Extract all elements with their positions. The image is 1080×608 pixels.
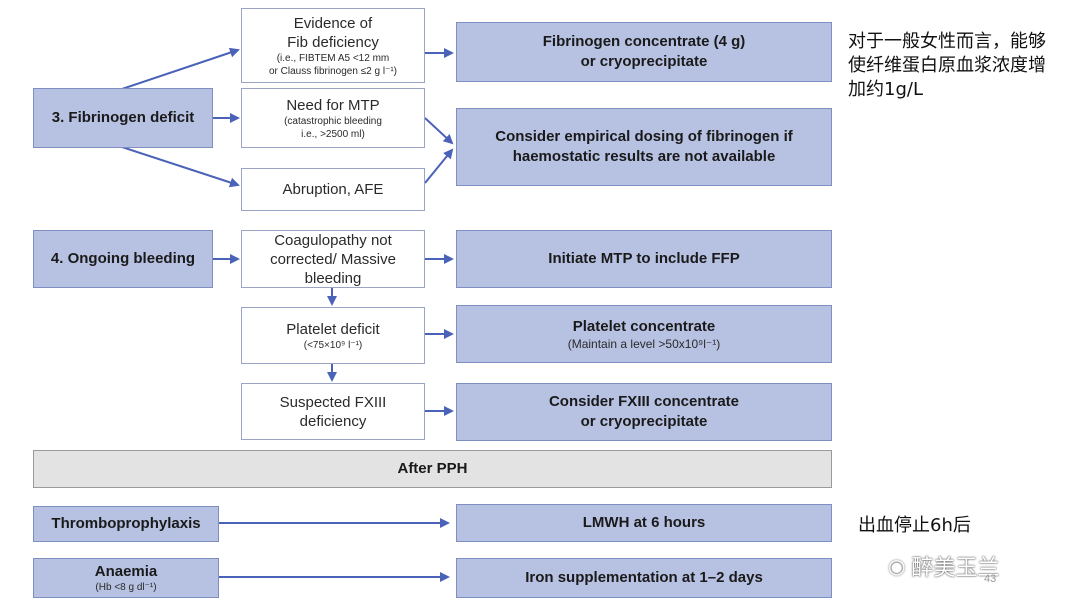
- condition-fxiii-label: Suspected FXIII deficiency: [279, 393, 387, 430]
- category-thrombo-label: Thromboprophylaxis: [51, 515, 201, 532]
- wechat-icon: ◉: [888, 554, 906, 578]
- action-empirical-label: Consider empirical dosing of fibrinogen …: [495, 128, 793, 165]
- category-ongoing-bleeding: 4. Ongoing bleeding: [33, 230, 213, 288]
- arrow-mtp-to-empirical: [424, 117, 454, 145]
- condition-mtp-title: Need for MTP: [286, 96, 380, 114]
- arrow-abruption-to-empirical: [424, 148, 454, 184]
- after-pph-bar: After PPH: [33, 450, 832, 488]
- condition-platelet-deficit: Platelet deficit (<75×10⁹ l⁻¹): [241, 307, 425, 364]
- action-platelet-concentrate: Platelet concentrate (Maintain a level >…: [456, 305, 832, 363]
- condition-need-mtp: Need for MTP (catastrophic bleeding i.e.…: [241, 88, 425, 148]
- action-mtpffp-label: Initiate MTP to include FFP: [548, 250, 740, 267]
- action-lmwh: LMWH at 6 hours: [456, 504, 832, 542]
- action-iron-label: Iron supplementation at 1–2 days: [525, 569, 763, 586]
- action-fibrinogen-concentrate: Fibrinogen concentrate (4 g) or cryoprec…: [456, 22, 832, 82]
- arrow-fib-to-evidence: [121, 47, 240, 90]
- condition-abruption-label: Abruption, AFE: [282, 181, 384, 198]
- action-initiate-mtp-ffp: Initiate MTP to include FFP: [456, 230, 832, 288]
- category-anaemia-label: Anaemia: [94, 562, 158, 580]
- condition-evidence-detail: (i.e., FIBTEM A5 <12 mm or Clauss fibrin…: [268, 52, 398, 77]
- action-platelet-detail: (Maintain a level >50x10⁹l⁻¹): [567, 336, 721, 351]
- condition-evidence-fib-deficiency: Evidence of Fib deficiency (i.e., FIBTEM…: [241, 8, 425, 83]
- condition-coag-label: Coagulopathy not corrected/ Massive blee…: [270, 231, 396, 287]
- action-fxiii-concentrate: Consider FXIII concentrate or cryoprecip…: [456, 383, 832, 441]
- arrow-fib-to-abruption: [121, 146, 240, 188]
- category-fibrinogen-label: 3. Fibrinogen deficit: [51, 109, 195, 126]
- category-thromboprophylaxis: Thromboprophylaxis: [33, 506, 219, 542]
- action-fxiii-label: Consider FXIII concentrate or cryoprecip…: [548, 393, 740, 430]
- note-fibrinogen-increase: 对于一般女性而言，能够 使纤维蛋白原血浆浓度增 加约1g/L: [848, 31, 1046, 100]
- page-number: 43: [984, 573, 997, 585]
- watermark: ◉ 醉美玉兰: [888, 550, 999, 582]
- condition-evidence-title: Evidence of Fib deficiency: [287, 14, 379, 51]
- condition-platelet-detail: (<75×10⁹ l⁻¹): [303, 339, 363, 351]
- after-pph-label: After PPH: [397, 460, 468, 477]
- category-bleeding-label: 4. Ongoing bleeding: [50, 250, 196, 267]
- condition-platelet-title: Platelet deficit: [286, 320, 380, 338]
- condition-mtp-detail: (catastrophic bleeding i.e., >2500 ml): [284, 115, 382, 140]
- category-anaemia: Anaemia (Hb <8 g dl⁻¹): [33, 558, 219, 598]
- action-iron-supplementation: Iron supplementation at 1–2 days: [456, 558, 832, 598]
- category-fibrinogen-deficit: 3. Fibrinogen deficit: [33, 88, 213, 148]
- condition-coagulopathy: Coagulopathy not corrected/ Massive blee…: [241, 230, 425, 288]
- watermark-text: 醉美玉兰: [911, 556, 1000, 581]
- action-empirical-fibrinogen: Consider empirical dosing of fibrinogen …: [456, 108, 832, 186]
- condition-fxiii-deficiency: Suspected FXIII deficiency: [241, 383, 425, 440]
- note-lmwh-timing: 出血停止6h后: [858, 515, 971, 536]
- condition-abruption-afe: Abruption, AFE: [241, 168, 425, 211]
- action-platelet-label: Platelet concentrate: [572, 317, 716, 335]
- action-fibconc-label: Fibrinogen concentrate (4 g) or cryoprec…: [542, 33, 746, 70]
- action-lmwh-label: LMWH at 6 hours: [582, 514, 706, 531]
- category-anaemia-detail: (Hb <8 g dl⁻¹): [95, 581, 157, 593]
